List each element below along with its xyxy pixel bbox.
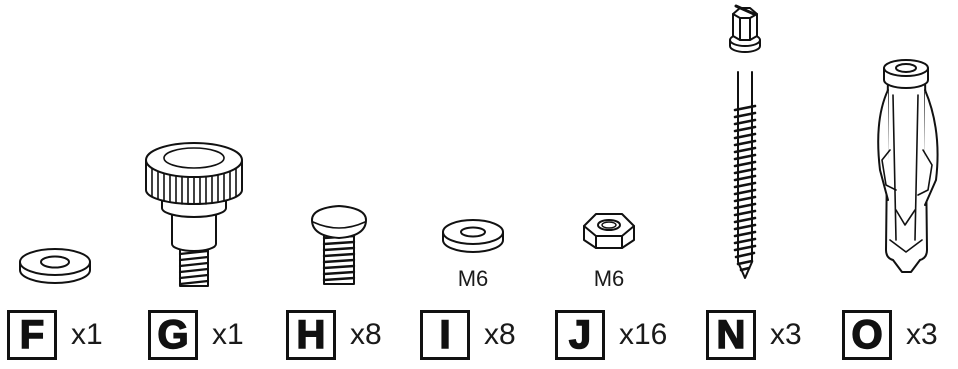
part-letter-i: I <box>420 310 470 360</box>
washer-f-drawing <box>19 248 91 284</box>
bolt-h-drawing <box>311 205 367 285</box>
part-letter-n: N <box>706 310 756 360</box>
part-letter-h: H <box>286 310 336 360</box>
part-quantity-g: x1 <box>212 318 244 351</box>
size-label-j: M6 <box>593 266 625 291</box>
size-label-i: M6 <box>457 266 489 291</box>
part-quantity-f: x1 <box>71 318 103 351</box>
part-quantity-n: x3 <box>770 318 802 351</box>
part-letter-j: J <box>555 310 605 360</box>
washer-i-drawing <box>442 219 504 253</box>
part-letter-o: O <box>842 310 892 360</box>
part-letter-g: G <box>148 310 198 360</box>
part-quantity-h: x8 <box>350 318 382 351</box>
part-quantity-i: x8 <box>484 318 516 351</box>
wall-anchor-o-drawing <box>877 59 939 273</box>
part-quantity-j: x16 <box>619 318 668 351</box>
nut-j-drawing <box>583 213 635 249</box>
lag-screw-n-drawing <box>729 4 761 279</box>
part-letter-f: F <box>7 310 57 360</box>
part-quantity-o: x3 <box>906 318 938 351</box>
thumb-screw-g-drawing <box>145 142 243 287</box>
